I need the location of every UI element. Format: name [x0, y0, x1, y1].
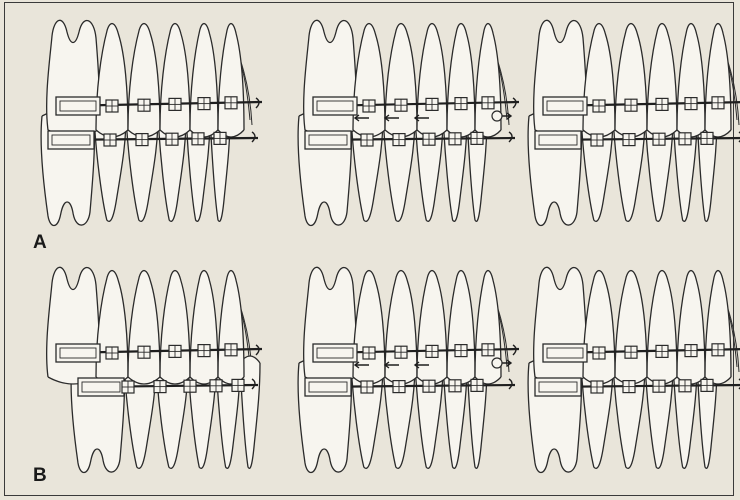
- panel-a3-dentition: [515, 8, 740, 233]
- upper-tooth-root: [583, 24, 615, 130]
- dentition-drawing: [528, 267, 740, 472]
- dentition-drawing: [298, 20, 519, 225]
- upper-tooth-root: [583, 271, 615, 377]
- upper-tooth-root: [160, 24, 190, 130]
- molar-tube: [48, 131, 94, 149]
- upper-tooth-root: [190, 24, 218, 130]
- upper-tooth-root: [647, 24, 677, 130]
- upper-tooth-root: [190, 271, 218, 377]
- upper-tooth-root: [705, 24, 731, 130]
- molar-tube: [313, 97, 357, 115]
- panel-b2-dentition: [285, 255, 515, 480]
- upper-tooth-root: [96, 24, 128, 130]
- upper-tooth-root: [128, 271, 160, 377]
- upper-tooth-root: [385, 271, 417, 377]
- molar-tube: [313, 344, 357, 362]
- upper-tooth-root: [96, 271, 128, 377]
- upper-tooth-root: [615, 271, 647, 377]
- molar-tube: [56, 344, 100, 362]
- upper-tooth-root: [705, 271, 731, 377]
- upper-tooth-root: [160, 271, 190, 377]
- molar-tube: [305, 131, 351, 149]
- upper-tooth-root: [647, 271, 677, 377]
- dentition-drawing: [528, 20, 740, 225]
- dentition-drawing: [298, 267, 519, 472]
- upper-tooth-root: [218, 271, 244, 377]
- panel-a1-dentition: [28, 8, 258, 233]
- upper-tooth-root: [353, 271, 385, 377]
- row-label-b: B: [33, 465, 47, 487]
- molar-tube: [543, 97, 587, 115]
- upper-tooth-root: [447, 24, 475, 130]
- panel-a2-dentition: [285, 8, 515, 233]
- molar-tube: [535, 131, 581, 149]
- molar-tube: [535, 378, 581, 396]
- molar-tube: [543, 344, 587, 362]
- dentition-drawing: [47, 267, 262, 472]
- row-label-a: A: [33, 232, 47, 254]
- elastic-ring: [492, 358, 502, 368]
- molar-tube: [56, 97, 100, 115]
- molar-tube: [78, 378, 124, 396]
- panel-b3-dentition: [515, 255, 740, 480]
- upper-tooth-root: [417, 24, 447, 130]
- upper-tooth-root: [353, 24, 385, 130]
- panel-b1-dentition: [28, 255, 258, 480]
- upper-tooth-root: [128, 24, 160, 130]
- upper-tooth-root: [447, 271, 475, 377]
- molar-tube: [305, 378, 351, 396]
- upper-tooth-root: [385, 24, 417, 130]
- upper-tooth-root: [615, 24, 647, 130]
- dentition-drawing: [41, 20, 262, 225]
- upper-tooth-root: [677, 24, 705, 130]
- upper-tooth-root: [218, 24, 244, 130]
- upper-tooth-root: [417, 271, 447, 377]
- elastic-ring: [492, 111, 502, 121]
- upper-tooth-root: [677, 271, 705, 377]
